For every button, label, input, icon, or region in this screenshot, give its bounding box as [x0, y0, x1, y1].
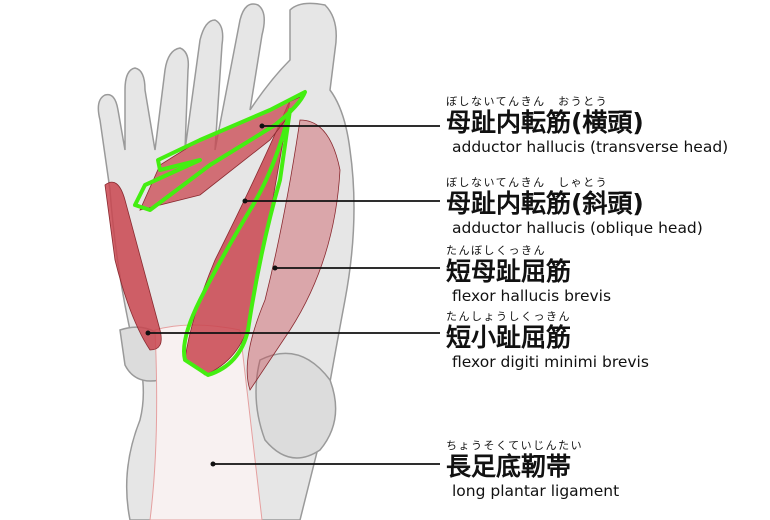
furigana: たんしょうしくっきん: [446, 310, 571, 323]
flexor-hallucis-brevis: [246, 119, 341, 391]
japanese-name: 母趾内転筋(横頭): [446, 108, 644, 137]
furigana: ぼしないてんきん しゃとう: [446, 176, 609, 189]
label-flexor-digiti-minimi-brevis: たんしょうしくっきん 短小趾屈筋 flexor digiti minimi br…: [446, 310, 649, 372]
leader-lines: [148, 125, 440, 465]
flexor-digiti-minimi-brevis: [104, 181, 162, 351]
english-name: long plantar ligament: [452, 482, 620, 500]
label-adductor-hallucis-oblique: ぼしないてんきん しゃとう 母趾内転筋(斜頭) adductor halluci…: [446, 176, 703, 238]
english-name: adductor hallucis (oblique head): [452, 219, 703, 237]
furigana: たんぼしくっきん: [446, 244, 546, 257]
furigana: ぼしないてんきん おうとう: [446, 95, 609, 108]
label-flexor-hallucis-brevis: たんぼしくっきん 短母趾屈筋 flexor hallucis brevis: [446, 244, 611, 306]
muscles: [104, 94, 341, 391]
leader-dots: [145, 123, 278, 467]
japanese-name: 長足底靭帯: [446, 452, 572, 481]
japanese-name: 母趾内転筋(斜頭): [446, 189, 644, 218]
english-name: flexor hallucis brevis: [452, 287, 612, 305]
furigana: ちょうそくていじんたい: [446, 439, 584, 452]
english-name: adductor hallucis (transverse head): [452, 138, 729, 156]
japanese-name: 短小趾屈筋: [446, 323, 572, 352]
english-name: flexor digiti minimi brevis: [452, 353, 649, 371]
label-adductor-hallucis-transverse: ぼしないてんきん おうとう 母趾内転筋(横頭) adductor halluci…: [446, 95, 728, 157]
label-long-plantar-ligament: ちょうそくていじんたい 長足底靭帯 long plantar ligament: [446, 439, 619, 501]
japanese-name: 短母趾屈筋: [446, 257, 572, 286]
